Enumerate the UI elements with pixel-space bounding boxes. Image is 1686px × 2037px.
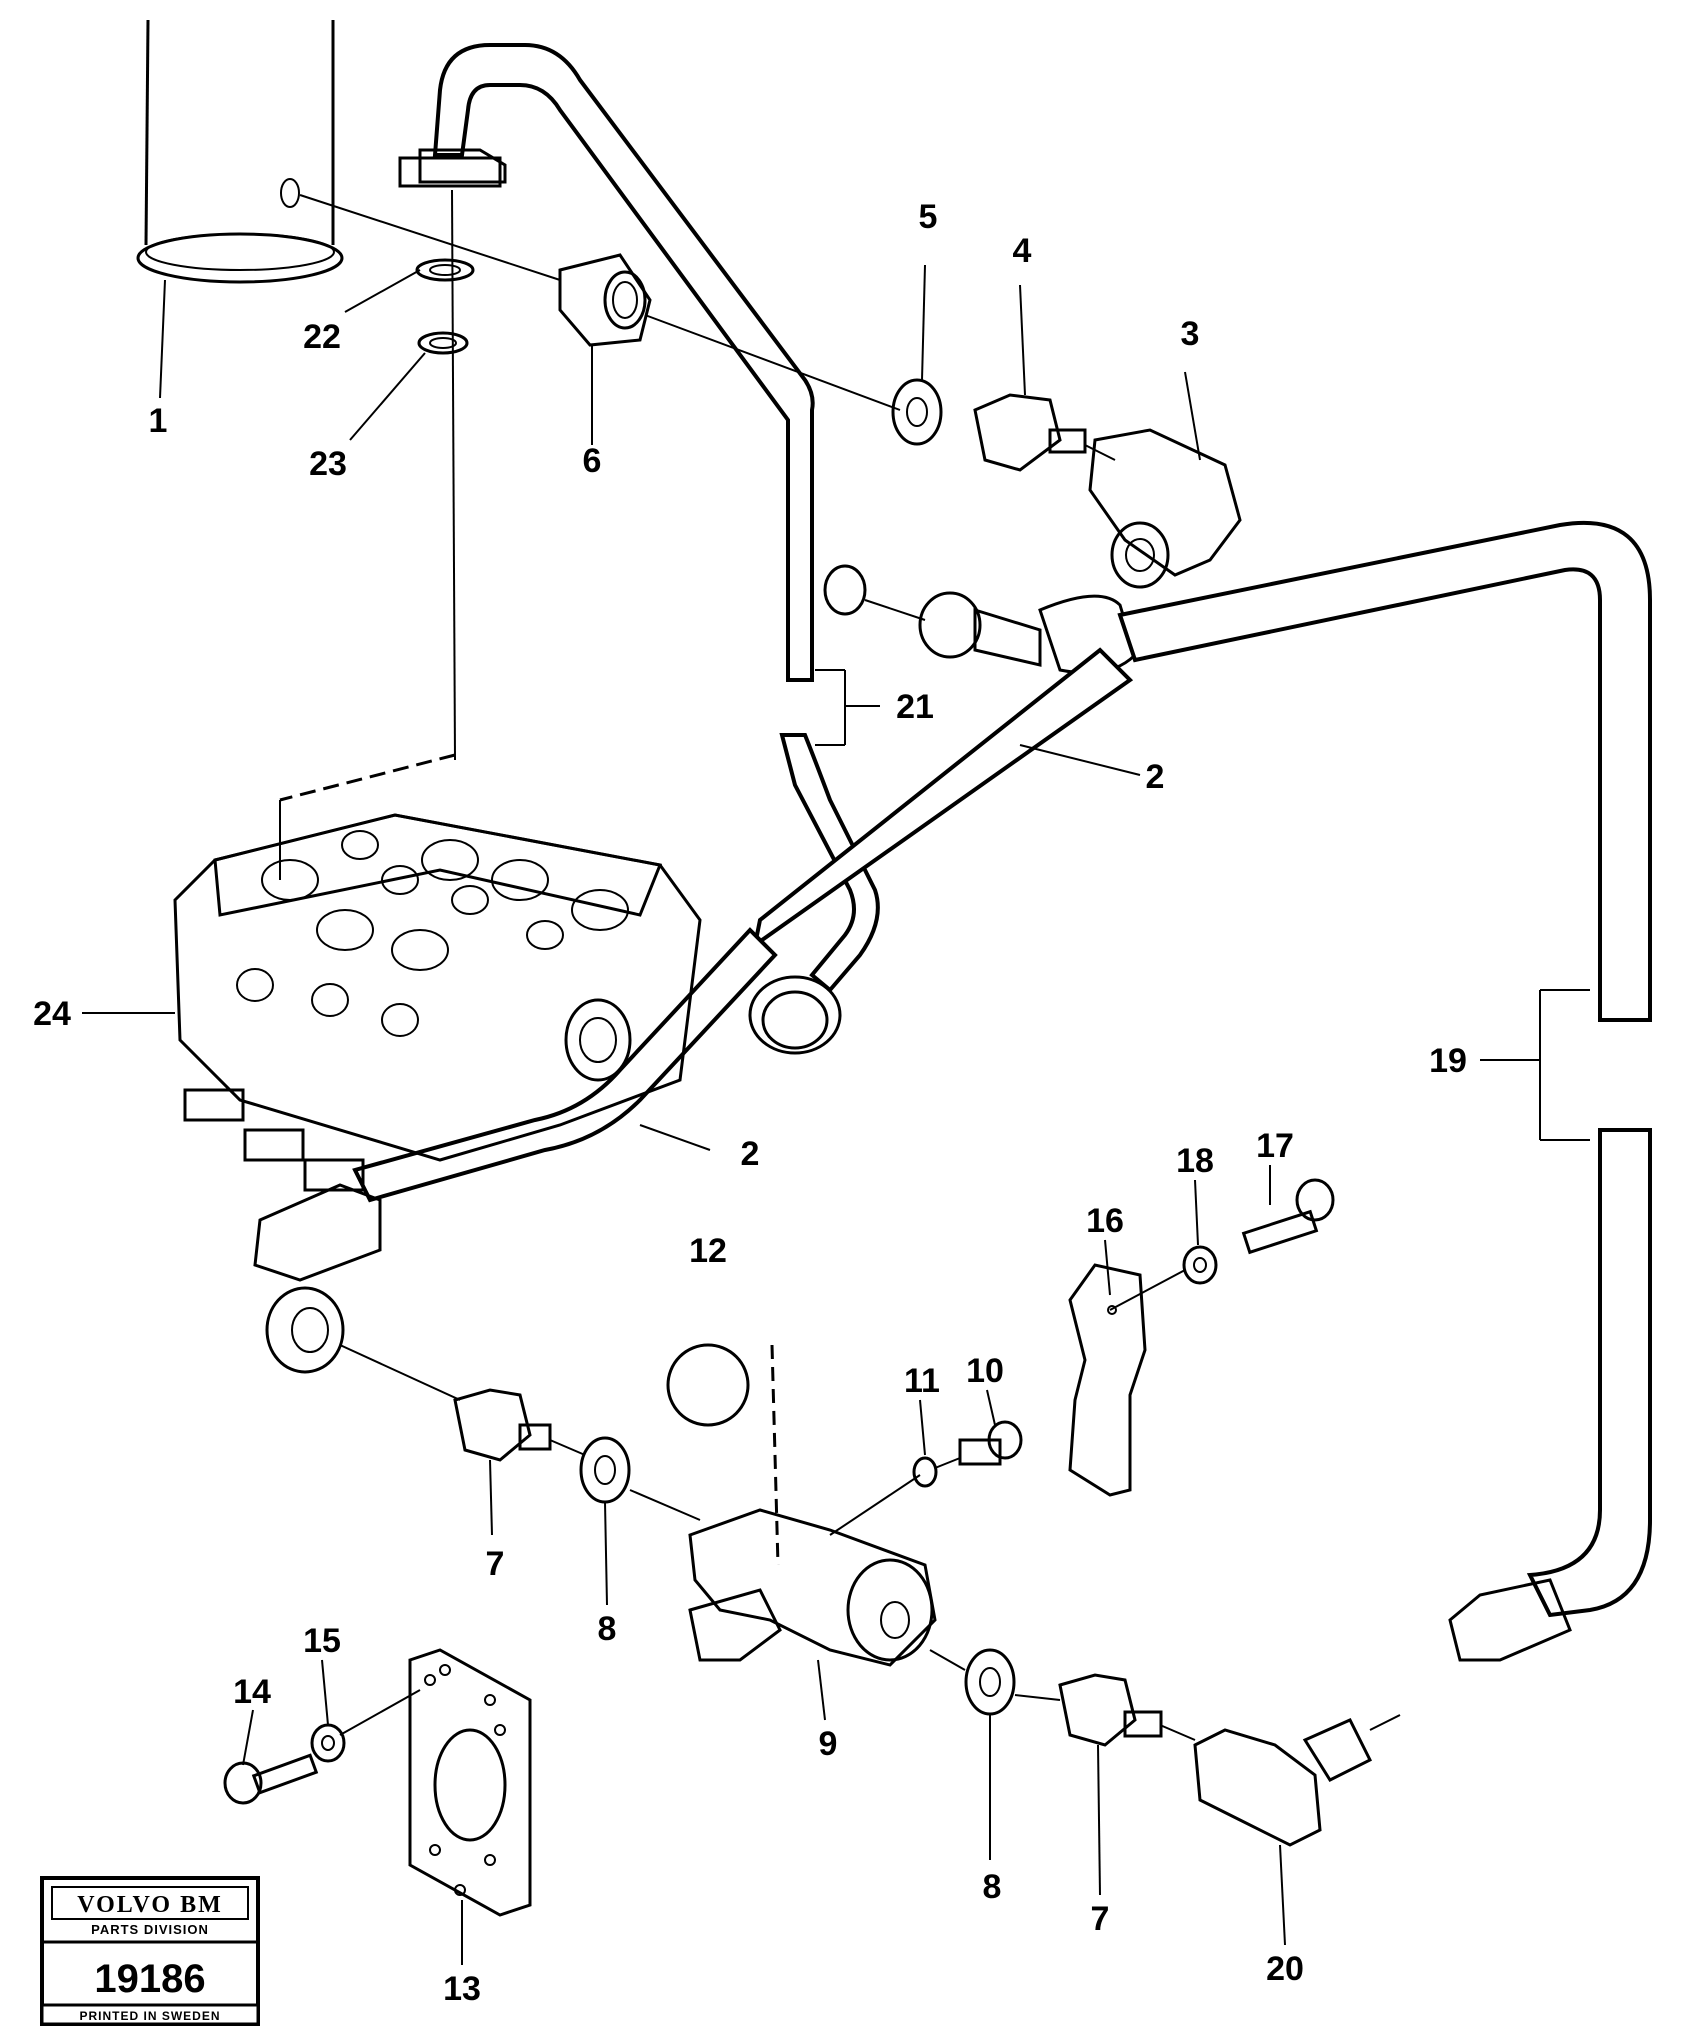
valve-body-part-9[interactable] <box>688 1508 937 1667</box>
parts-division-stamp: VOLVO BM PARTS DIVISION 19186 PRINTED IN… <box>40 1876 260 2026</box>
leader-lines <box>82 264 1590 1965</box>
stamp-printed: PRINTED IN SWEDEN <box>79 2009 220 2023</box>
label-part-2a: 2 <box>1146 758 1165 796</box>
label-part-14: 14 <box>233 1673 271 1711</box>
label-part-9: 9 <box>819 1725 838 1763</box>
label-part-2b: 2 <box>741 1135 760 1173</box>
label-part-18: 18 <box>1176 1142 1214 1180</box>
bolt-part-17[interactable] <box>1241 1178 1335 1255</box>
label-part-22: 22 <box>303 318 341 356</box>
label-part-7a: 7 <box>486 1545 505 1583</box>
pipe-part-2[interactable] <box>253 647 1134 1374</box>
label-part-20: 20 <box>1266 1950 1304 1988</box>
label-part-5: 5 <box>919 198 938 236</box>
label-part-11: 11 <box>904 1362 940 1400</box>
cylinder-part-1[interactable] <box>136 19 344 284</box>
pipe-part-21-lower[interactable] <box>748 733 880 1055</box>
valve-block-part-24[interactable] <box>173 813 702 1192</box>
seal-ring-part-22[interactable] <box>415 258 475 282</box>
screw-part-10[interactable] <box>958 1420 1023 1466</box>
plate-part-13[interactable] <box>408 1648 532 1917</box>
label-part-13: 13 <box>443 1970 481 2008</box>
washer-part-18[interactable] <box>1182 1245 1218 1285</box>
stamp-number: 19186 <box>94 1957 205 2001</box>
washer-part-8-left[interactable] <box>579 1436 631 1504</box>
ball-part-12[interactable] <box>666 1343 750 1427</box>
union-nut-part-6[interactable] <box>558 253 652 347</box>
stamp-division: PARTS DIVISION <box>91 1922 209 1937</box>
label-part-6: 6 <box>583 442 602 480</box>
nipple-part-4[interactable] <box>973 393 1087 472</box>
label-part-16: 16 <box>1086 1202 1124 1240</box>
hose-part-19-lower[interactable] <box>1448 1128 1652 1662</box>
label-part-12: 12 <box>689 1232 727 1270</box>
washer-part-8-right[interactable] <box>964 1648 1016 1716</box>
washer-part-5[interactable] <box>891 378 943 446</box>
seal-ring-part-23[interactable] <box>417 331 469 355</box>
label-part-23: 23 <box>309 445 347 483</box>
bracket-part-16[interactable] <box>1068 1263 1147 1497</box>
hose-part-19-upper[interactable] <box>1117 520 1652 1022</box>
pipe-part-21-upper[interactable] <box>398 43 815 682</box>
label-part-1: 1 <box>149 402 168 440</box>
label-part-17: 17 <box>1256 1127 1294 1165</box>
label-part-15: 15 <box>303 1622 341 1660</box>
elbow-part-20[interactable] <box>1193 1718 1373 1847</box>
label-part-21: 21 <box>896 688 934 726</box>
label-part-3: 3 <box>1181 315 1200 353</box>
label-part-4: 4 <box>1013 232 1032 270</box>
clip-part-11[interactable] <box>912 1456 938 1488</box>
stamp-brand: VOLVO BM <box>77 1892 223 1918</box>
label-part-24: 24 <box>33 995 71 1033</box>
label-part-7b: 7 <box>1091 1900 1110 1938</box>
nipple-part-7-left[interactable] <box>453 1388 552 1462</box>
label-part-8b: 8 <box>983 1868 1002 1906</box>
part-labels: 1 2 2 3 4 5 6 7 7 8 8 9 10 11 12 13 14 1… <box>33 198 1467 2008</box>
nipple-part-7-right[interactable] <box>1058 1673 1163 1747</box>
bolt-part-14[interactable] <box>223 1753 319 1805</box>
label-part-10: 10 <box>966 1352 1004 1390</box>
plug-fitting[interactable] <box>823 564 867 616</box>
label-part-19: 19 <box>1429 1042 1467 1080</box>
elbow-part-3[interactable] <box>1088 428 1242 589</box>
label-part-8a: 8 <box>598 1610 617 1648</box>
washer-part-15[interactable] <box>310 1723 346 1763</box>
